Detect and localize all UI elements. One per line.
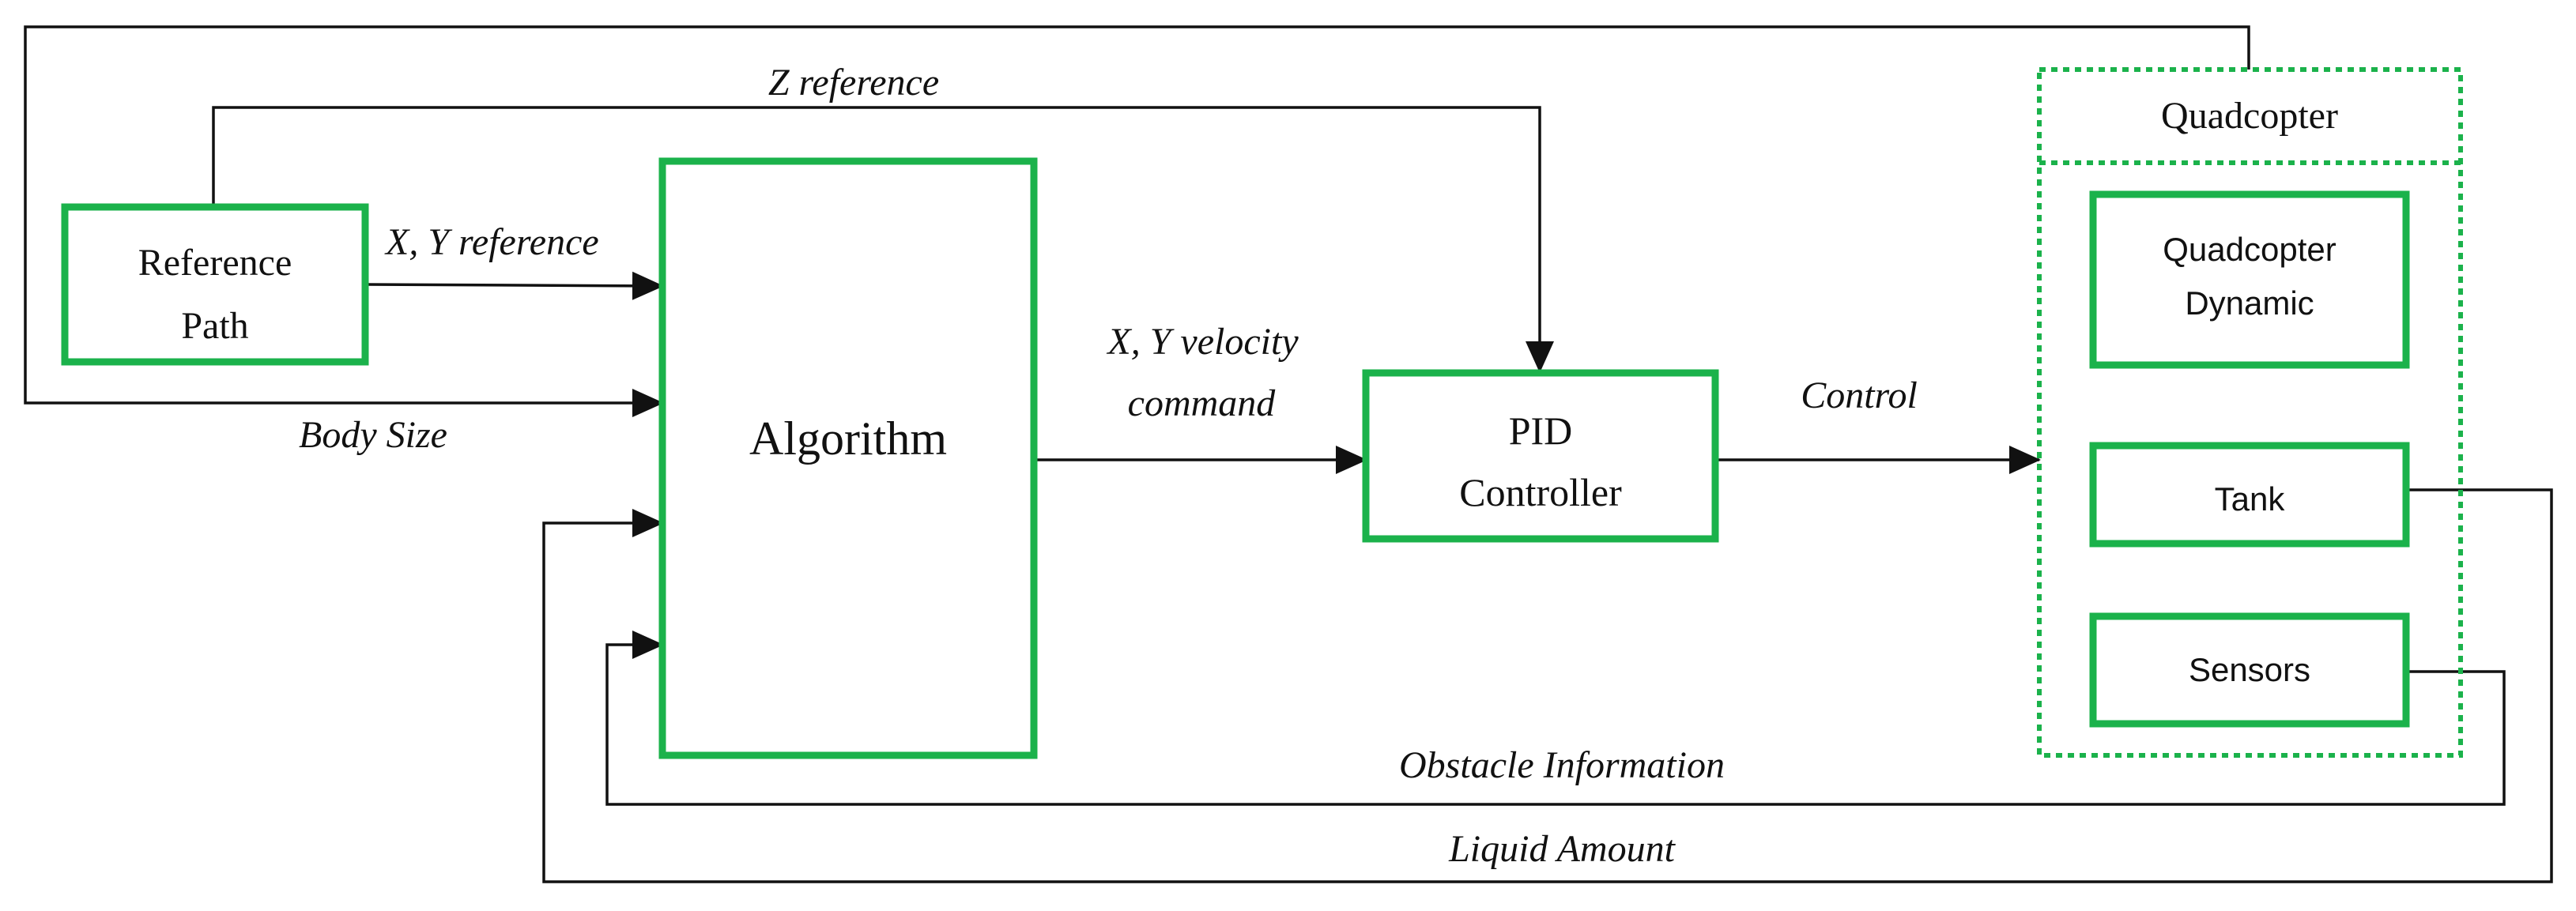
quadcopter-group [2037, 67, 2463, 758]
signal-labels: Z reference X, Y reference Body Size X, … [299, 62, 1918, 870]
algorithm-label: Algorithm [749, 412, 947, 465]
wire-liquid-amount [542, 488, 2553, 883]
quadcopter-group-outline [2037, 67, 2463, 758]
quadcopter-dynamic-block [2089, 190, 2410, 369]
blocks [61, 157, 2410, 759]
block-labels: Reference Path Algorithm PID Controller … [138, 95, 2338, 688]
sensors-label: Sensors [2189, 651, 2310, 688]
quadcopter-group-label: Quadcopter [2161, 95, 2338, 137]
z-reference-label: Z reference [768, 62, 939, 104]
wires [24, 25, 2553, 883]
body-size-label: Body Size [299, 414, 447, 456]
xy-velocity-label-2: command [1128, 382, 1277, 424]
algorithm-block [658, 157, 1038, 759]
xy-velocity-label-1: X, Y velocity [1106, 321, 1299, 363]
wire-xy-reference [364, 271, 664, 300]
control-label: Control [1801, 375, 1918, 416]
quadcopter-dynamic-label-2: Dynamic [2185, 284, 2314, 322]
sensors-block [2089, 612, 2410, 728]
pid-controller-label-2: Controller [1459, 470, 1622, 514]
wire-z-reference [212, 106, 1554, 373]
reference-path-block [61, 203, 369, 366]
xy-reference-label: X, Y reference [384, 221, 599, 263]
pid-controller-block [1362, 369, 1719, 543]
wire-obstacle-information [605, 631, 2506, 806]
wire-body-size [24, 25, 2250, 417]
reference-path-label-1: Reference [138, 242, 292, 284]
liquid-amount-label: Liquid Amount [1448, 828, 1676, 870]
reference-path-label-2: Path [181, 305, 248, 347]
quadcopter-dynamic-label-1: Quadcopter [2163, 231, 2336, 268]
obstacle-information-label: Obstacle Information [1399, 744, 1725, 786]
tank-label: Tank [2215, 480, 2286, 518]
pid-controller-label-1: PID [1509, 408, 1573, 453]
tank-block [2089, 442, 2410, 548]
